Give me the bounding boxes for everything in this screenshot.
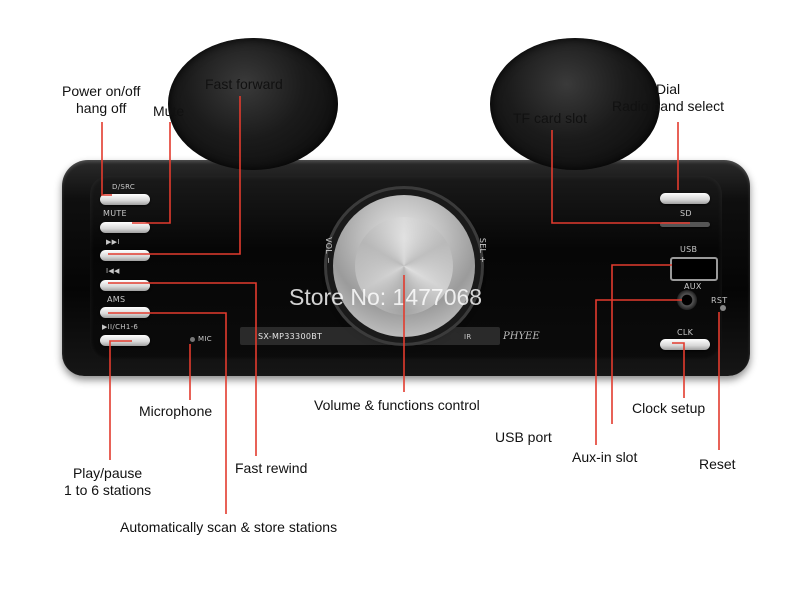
clock-line	[672, 342, 685, 398]
usb-port-label: USB	[680, 245, 698, 254]
mute-label: Mute	[153, 103, 185, 119]
store-watermark: Store No: 1477068	[289, 284, 483, 310]
left-display-window	[168, 38, 338, 170]
clock-button[interactable]	[660, 339, 710, 350]
usb-port[interactable]	[670, 257, 718, 281]
fast-rewind-label: Fast rewind	[235, 460, 308, 476]
microphone-hole	[190, 337, 195, 342]
fast-rewind-line	[108, 282, 257, 456]
aux-line	[595, 299, 682, 445]
tf-card-label: TF card slot	[513, 110, 587, 126]
rst-label: RST	[711, 296, 728, 305]
aux-in-jack[interactable]	[677, 290, 697, 310]
brand-logo: PHYEE	[503, 331, 540, 342]
rewind-icon: I◀◀	[106, 267, 120, 275]
sd-card-slot[interactable]	[660, 222, 710, 227]
fast-forward-label: Fast forward	[205, 76, 283, 92]
auto-scan-label: Automatically scan & store stations	[120, 519, 338, 535]
power-src-button-label: D/SRC	[112, 183, 136, 191]
mute-button[interactable]	[100, 222, 150, 233]
aux-label: AUX	[684, 282, 702, 291]
play-pause-label: Play/pause 1 to 6 stations	[64, 465, 152, 498]
mute-button-label: MUTE	[103, 209, 127, 218]
usb-port-callout: USB port	[495, 429, 552, 445]
play-pause-line	[109, 340, 132, 460]
dial-band-button[interactable]	[660, 193, 710, 204]
microphone-label: Microphone	[139, 403, 213, 419]
ams-button-label: AMS	[107, 295, 126, 304]
reset-label: Reset	[699, 456, 736, 472]
aux-in-label: Aux-in slot	[572, 449, 638, 465]
model-number: SX-MP33300BT	[258, 332, 323, 341]
power-label: Power on/off hang off	[62, 83, 141, 116]
ir-label: IR	[464, 333, 472, 341]
usb-line	[611, 264, 672, 424]
mute-line	[132, 122, 171, 224]
clk-label: CLK	[677, 328, 694, 337]
auto-scan-line	[108, 312, 227, 514]
rewind-button[interactable]	[100, 280, 150, 291]
volume-label: Volume & functions control	[314, 397, 480, 413]
dial-label: Dial Radio band select	[612, 81, 725, 114]
fast-forward-icon: ▶▶I	[106, 238, 120, 246]
ir-sensor	[450, 332, 460, 342]
fast-forward-line	[108, 96, 241, 255]
tf-card-line	[551, 130, 690, 224]
mic-label: MIC	[198, 335, 212, 343]
right-display-window	[490, 38, 660, 170]
power-src-button[interactable]	[100, 194, 150, 205]
power-line	[101, 122, 112, 196]
clock-label: Clock setup	[632, 400, 706, 416]
sd-slot-label: SD	[680, 209, 692, 218]
play-ch-button-label: ▶II/CH1-6	[102, 323, 139, 331]
reset-hole[interactable]	[720, 305, 726, 311]
model-strip	[240, 327, 500, 345]
fast-forward-button[interactable]	[100, 250, 150, 261]
